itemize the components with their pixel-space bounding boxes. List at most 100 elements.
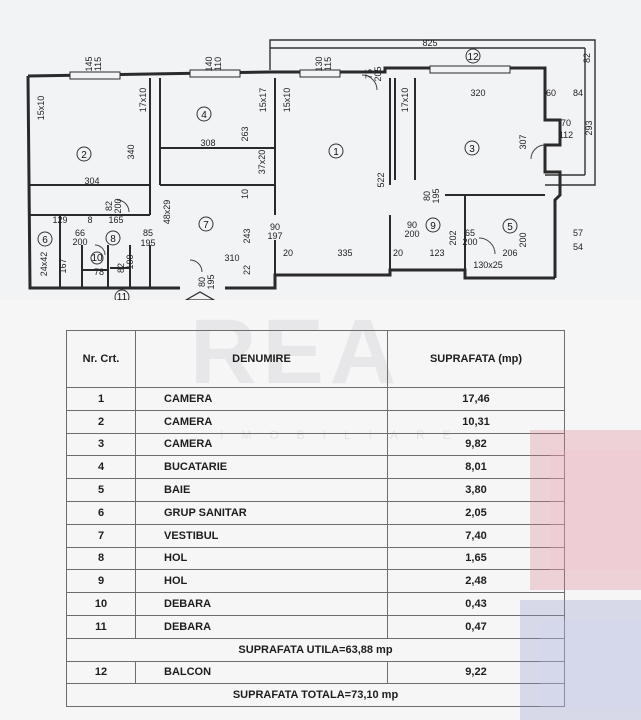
- room-number-label: 5: [507, 222, 513, 233]
- dimension-label: 165: [108, 215, 123, 225]
- dimension-label: 57: [573, 228, 583, 238]
- room-number-label: 8: [110, 234, 116, 245]
- dimension-label: 140110: [204, 56, 223, 71]
- dimension-label: 8: [87, 215, 92, 225]
- dimension-label: 15x10: [36, 96, 46, 121]
- dimension-label: 80195: [197, 274, 216, 289]
- room-number-label: 7: [203, 220, 209, 231]
- dimension-label: 37x20: [257, 150, 267, 175]
- dimension-label: 70: [561, 118, 571, 128]
- dimension-label: 10: [240, 189, 250, 199]
- room-number-label: 3: [469, 144, 475, 155]
- dimension-label: 335: [337, 248, 352, 258]
- cell-name: BUCATARIE: [135, 455, 388, 480]
- cell-name: DEBARA: [135, 592, 388, 616]
- dimension-label: 202: [448, 230, 458, 245]
- cell-area: 0,43: [387, 592, 565, 616]
- dimension-label: 310: [224, 253, 239, 263]
- cell-nr: 9: [66, 569, 136, 594]
- dimension-label: 123: [429, 248, 444, 258]
- dimension-label: 200: [518, 232, 528, 247]
- table-header-row: Nr. Crt. DENUMIRE SUPRAFATA (mp): [66, 330, 565, 388]
- cell-area: 7,40: [387, 523, 565, 548]
- dimension-label: 84: [573, 88, 583, 98]
- dimension-label: 82200: [104, 198, 123, 213]
- dimension-label: 130115: [314, 56, 333, 71]
- dimension-label: 82: [116, 263, 126, 273]
- cell-nr: 11: [66, 614, 136, 639]
- dimension-label: 112: [559, 130, 573, 140]
- dimension-label: 130x25: [473, 260, 503, 270]
- suprafata-totala-row: SUPRAFATA TOTALA=73,10 mp: [66, 683, 565, 708]
- cell-name: CAMERA: [135, 409, 388, 434]
- dimension-label: 263: [240, 126, 250, 141]
- dimension-label: 80195: [422, 188, 441, 203]
- dimension-label: 66: [75, 228, 85, 238]
- room-number-label: 1: [333, 147, 339, 158]
- cell-nr: 8: [66, 546, 136, 571]
- cell-nr: 6: [66, 500, 136, 525]
- room-12-marker: [465, 48, 481, 64]
- cell-name: BALCON: [135, 660, 388, 685]
- header-nr: Nr. Crt.: [66, 330, 136, 388]
- dimension-label: 195: [140, 238, 155, 248]
- dimension-label: 82: [582, 53, 592, 63]
- dimension-label: 340: [126, 144, 136, 159]
- room-number-label: 2: [81, 150, 87, 161]
- cell-area: 9,82: [387, 432, 565, 457]
- room-number-label: 9: [430, 221, 436, 232]
- room-markers: [37, 106, 518, 265]
- dimension-label: 54: [573, 242, 583, 252]
- suprafata-totala-row-text: SUPRAFATA TOTALA=73,10 mp: [66, 683, 565, 708]
- cell-nr: 2: [66, 409, 136, 434]
- dimension-label: 15x10: [282, 88, 292, 113]
- cell-area: 10,31: [387, 409, 565, 434]
- cell-area: 0,47: [387, 614, 565, 639]
- dimension-label: 15x17: [258, 88, 268, 113]
- dimension-label: 75205: [364, 66, 383, 81]
- cell-area: 8,01: [387, 455, 565, 480]
- cell-name: HOL: [135, 546, 388, 571]
- dimension-label: 307: [518, 134, 528, 149]
- dimension-label: 85: [143, 228, 153, 238]
- suprafata-utila-row: SUPRAFATA UTILA=63,88 mp: [66, 637, 565, 662]
- doors: [94, 74, 546, 273]
- dimension-label: 200: [72, 237, 87, 247]
- dimension-label: 320: [470, 88, 485, 98]
- cell-nr: 10: [66, 592, 136, 616]
- dimension-label: 243: [242, 228, 252, 243]
- dimension-label: 24x42: [39, 252, 49, 277]
- windows: [69, 65, 511, 80]
- cell-area: 3,80: [387, 478, 565, 502]
- cell-name: CAMERA: [135, 387, 388, 411]
- dimension-label: 22: [242, 265, 252, 275]
- cell-area: 17,46: [387, 387, 565, 411]
- cell-name: CAMERA: [135, 432, 388, 457]
- dimension-label: 167: [58, 258, 68, 273]
- cell-name: HOL: [135, 569, 388, 594]
- room-number-label: 6: [42, 235, 48, 246]
- dimension-label: 293: [584, 120, 594, 135]
- room-number-label: 12: [467, 52, 479, 63]
- room-number-label: 11: [117, 292, 128, 303]
- cell-nr: 5: [66, 478, 136, 502]
- cell-name: VESTIBUL: [135, 523, 388, 548]
- dimension-label: 304: [84, 176, 99, 186]
- dimension-label: 206: [502, 248, 517, 258]
- dimension-label: 100: [125, 254, 135, 269]
- room-number-label: 4: [201, 110, 207, 121]
- dimension-label: 145115: [84, 56, 103, 71]
- cell-nr: 1: [66, 387, 136, 411]
